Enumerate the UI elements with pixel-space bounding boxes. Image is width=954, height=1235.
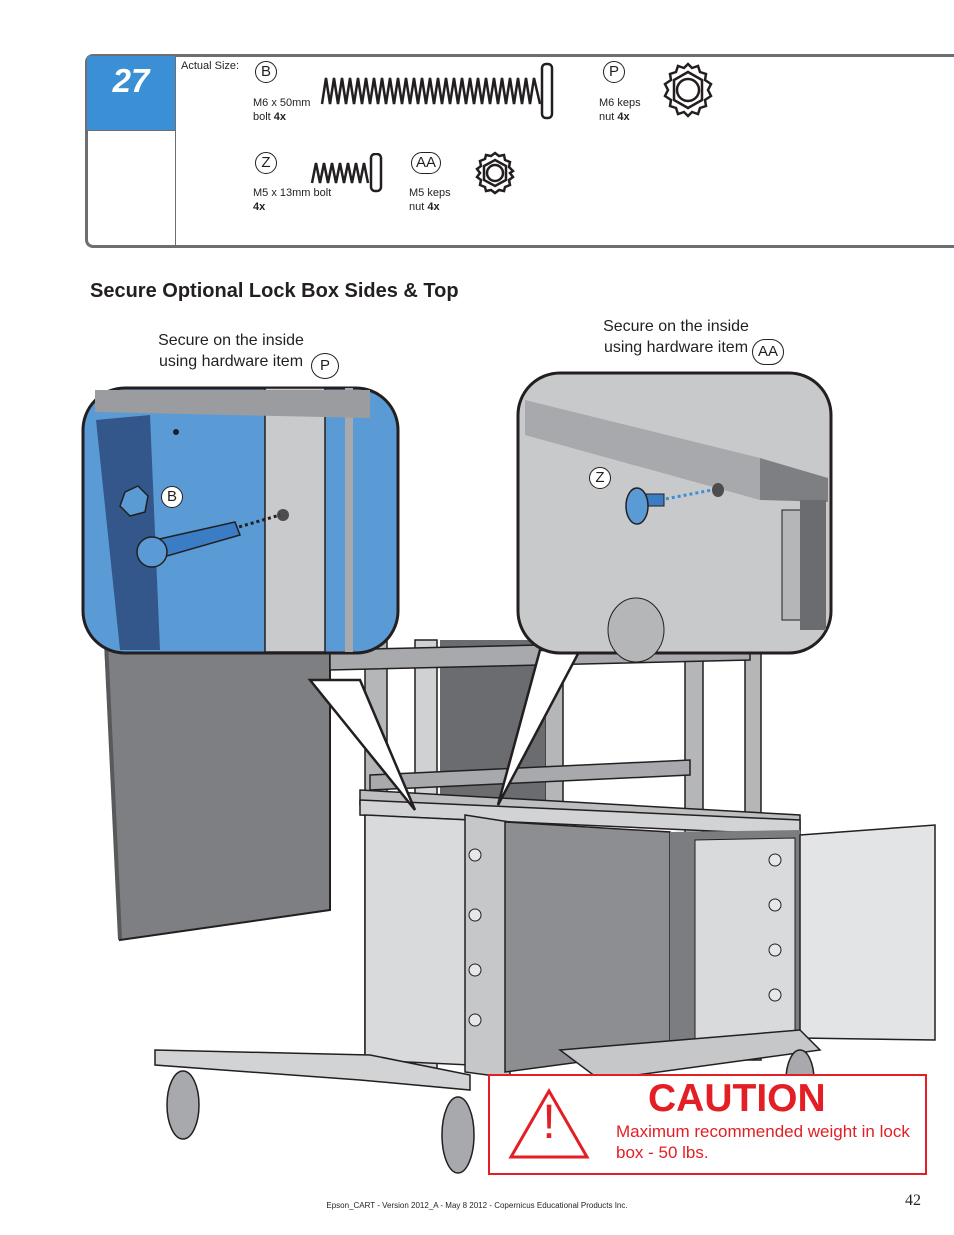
- callout-right-item-badge: AA: [752, 339, 784, 365]
- keps-nut-m5-icon: [475, 151, 515, 195]
- callout-left-item-badge: P: [311, 353, 339, 379]
- hardware-aa-desc: M5 keps nut 4x: [409, 187, 451, 213]
- detail-label-z: Z: [589, 467, 611, 489]
- step-divider-horizontal: [87, 130, 175, 131]
- hardware-p-desc: M6 keps nut 4x: [599, 97, 641, 123]
- actual-size-label: Actual Size:: [181, 60, 240, 72]
- cart-illustration: [81, 371, 936, 1174]
- footer: Epson_CART - Version 2012_A - May 8 2012…: [326, 1201, 628, 1210]
- hardware-b-desc: M6 x 50mm bolt 4x: [253, 97, 311, 123]
- warning-triangle-icon: [508, 1087, 590, 1159]
- caution-title: CAUTION: [648, 1077, 826, 1120]
- hardware-p-badge: P: [603, 61, 625, 83]
- detail-label-b: B: [161, 486, 183, 508]
- hardware-z-desc: M5 x 13mm bolt 4x: [253, 187, 332, 213]
- page-number: 42: [905, 1192, 921, 1209]
- step-number: 27: [112, 62, 150, 99]
- caution-text: Maximum recommended weight in lock box -…: [616, 1122, 910, 1162]
- step-number-box: [87, 56, 175, 130]
- step-divider: [175, 56, 176, 246]
- right-detail-bubble: [516, 371, 833, 663]
- bolt-m6-50mm-icon: [320, 62, 554, 120]
- left-detail-bubble: [81, 386, 400, 655]
- warning-exclamation: !: [542, 1096, 556, 1149]
- callout-right-text: Secure on the inside using hardware item: [603, 318, 749, 356]
- section-title: Secure Optional Lock Box Sides & Top: [90, 280, 459, 302]
- hardware-aa-badge: AA: [411, 152, 441, 174]
- keps-nut-m6-icon: [663, 62, 713, 118]
- hardware-z-badge: Z: [255, 152, 277, 174]
- bolt-m5-13mm-icon: [310, 153, 383, 193]
- callout-left-text: Secure on the inside using hardware item: [158, 332, 304, 370]
- hardware-b-badge: B: [255, 61, 277, 83]
